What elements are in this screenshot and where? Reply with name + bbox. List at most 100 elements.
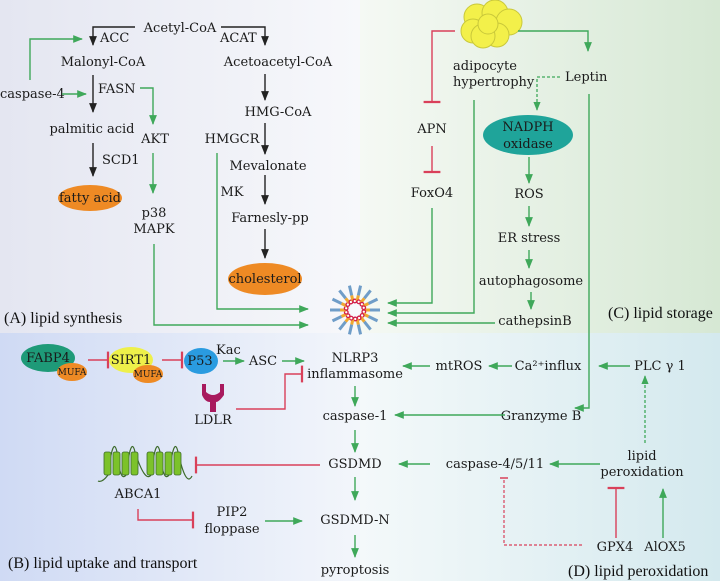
nadph-oxidase-ellipse xyxy=(483,115,573,155)
node-akt: AKT xyxy=(140,132,169,147)
node-caspase-1: caspase-1 xyxy=(323,409,388,424)
enzyme-scd1: SCD1 xyxy=(102,153,140,168)
node-er-stress: ER stress xyxy=(498,231,561,246)
node-fabp4: FABP4 xyxy=(26,351,70,366)
adipocyte-icon xyxy=(460,0,523,49)
node-asc: ASC xyxy=(248,354,277,369)
node-hmg-coa: HMG-CoA xyxy=(245,105,312,120)
node-fatty-acid: fatty acid xyxy=(59,191,121,206)
node-ldlr: LDLR xyxy=(194,413,233,428)
node-nadph-line1: NADPH xyxy=(502,120,553,135)
panel-a-label: (A) lipid synthesis xyxy=(4,310,122,327)
node-mtros: mtROS xyxy=(436,359,483,374)
node-mufa-2: MUFA xyxy=(134,370,163,380)
node-leptin: Leptin xyxy=(565,70,608,85)
panel-d-background xyxy=(360,333,720,581)
inhibit-adipocyte-to-apn xyxy=(423,30,455,104)
inflammasome-spoke-outer xyxy=(356,324,363,335)
node-farnesly-pp: Farnesly-pp xyxy=(231,211,308,226)
node-nadph-line2: oxidase xyxy=(503,137,553,152)
enzyme-mk: MK xyxy=(220,185,243,200)
node-cathepsinb: cathepsinB xyxy=(498,314,571,329)
mufa-ellipse-2 xyxy=(133,365,163,383)
node-mufa-1: MUFA xyxy=(58,368,87,378)
panel-c-background xyxy=(360,0,720,333)
node-malonyl-coa: Malonyl-CoA xyxy=(61,55,146,70)
node-lipid-line2: peroxidation xyxy=(600,465,684,480)
node-gpx4: GPX4 xyxy=(597,540,634,555)
node-caspase-4-a: caspase-4 xyxy=(0,87,65,102)
panel-b-label: (B) lipid uptake and transport xyxy=(8,555,198,572)
enzyme-acc: ACC xyxy=(99,31,129,46)
inflammasome-spoke-outer xyxy=(363,289,372,300)
node-mapk: MAPK xyxy=(133,222,174,237)
node-foxo4: FoxO4 xyxy=(411,186,453,201)
arrow-acetyl-to-acetoacetyl xyxy=(221,26,269,46)
node-alox5: AlOX5 xyxy=(643,540,686,555)
node-adipocyte-line2: hypertrophy xyxy=(453,75,535,90)
dashed-inhibit-gpx4-to-caspase4511 xyxy=(503,478,582,546)
inflammasome-spoke-outer xyxy=(367,297,379,305)
inflammasome-spoke-outer xyxy=(338,289,347,300)
inflammasome-spoke-outer xyxy=(331,315,343,323)
node-abca1: ABCA1 xyxy=(114,487,162,502)
arrow-caspase4-to-acc xyxy=(29,35,83,80)
node-plc-gamma1: PLC γ 1 xyxy=(634,359,686,374)
abca1-helix xyxy=(130,451,139,476)
node-gsdmd: GSDMD xyxy=(328,457,381,472)
node-mevalonate: Mevalonate xyxy=(229,159,306,174)
inflammasome-icon xyxy=(330,285,380,335)
inflammasome-spoke-outer xyxy=(347,285,354,296)
node-acetyl-coa: Acetyl-CoA xyxy=(143,21,217,36)
arrow-foxo4-to-inflammasome xyxy=(387,208,433,307)
panel-d-label: (D) lipid peroxidation xyxy=(568,563,708,580)
enzyme-fasn: FASN xyxy=(98,82,136,97)
arrow-p38-to-inflammasome xyxy=(153,244,309,329)
node-floppase: floppase xyxy=(204,522,260,537)
node-pyroptosis: pyroptosis xyxy=(321,563,390,578)
arrow-leptin-to-granzyme xyxy=(574,94,590,412)
enzyme-acat: ACAT xyxy=(219,31,257,46)
inflammasome-spoke-outer xyxy=(367,315,379,323)
abca1-loop xyxy=(97,446,193,482)
inflammasome-spoke-outer xyxy=(331,297,343,305)
abca1-transporter-icon xyxy=(97,446,193,482)
node-sirt1: SIRT1 xyxy=(111,353,152,368)
inflammasome-spoke-outer xyxy=(363,320,372,331)
abca1-helix xyxy=(121,451,130,476)
node-apn: APN xyxy=(416,122,447,137)
node-pip2: PIP2 xyxy=(217,505,248,520)
dashed-arrow-leptin-to-nadph xyxy=(533,76,560,111)
abca1-helix xyxy=(146,451,155,476)
node-granzyme-b: Granzyme B xyxy=(501,409,582,424)
node-p53: P53 xyxy=(187,354,212,369)
arrow-adipocyte-to-leptin xyxy=(518,30,592,52)
inhibit-abca1-to-floppase xyxy=(137,509,195,529)
inhibit-ldlr-to-nlrp3 xyxy=(236,365,304,410)
node-nlrp3: NLRP3 xyxy=(332,351,379,366)
arrow-acetyl-to-malonyl xyxy=(89,26,135,46)
fatty-acid-ellipse xyxy=(58,185,122,211)
inflammasome-bead xyxy=(361,305,367,311)
node-adipocyte-line1: adipocyte xyxy=(453,59,517,74)
panel-c-label: (C) lipid storage xyxy=(608,305,713,322)
enzyme-hmgcr: HMGCR xyxy=(205,132,261,147)
inflammasome-spoke-outer xyxy=(356,285,363,296)
node-gsdmd-n: GSDMD-N xyxy=(320,513,389,528)
fabp4-ellipse xyxy=(21,344,75,372)
inflammasome-spoke-outer xyxy=(347,324,354,335)
node-cholesterol: cholesterol xyxy=(228,272,301,287)
node-palmitic-acid: palmitic acid xyxy=(49,122,134,137)
arrow-adipocyte-to-inflammasome xyxy=(387,100,475,317)
node-lipid-line1: lipid xyxy=(627,449,656,464)
label-kac: Kac xyxy=(216,343,241,358)
arrow-fasn-to-akt xyxy=(140,87,157,125)
abca1-helix xyxy=(103,451,112,476)
abca1-helix xyxy=(112,451,121,476)
mufa-ellipse-1 xyxy=(57,363,87,381)
node-inflammasome: inflammasome xyxy=(307,367,403,382)
abca1-helix xyxy=(155,451,164,476)
node-acetoacetyl-coa: Acetoacetyl-CoA xyxy=(223,55,333,70)
arrow-hmgcr-to-inflammasome xyxy=(216,153,309,313)
